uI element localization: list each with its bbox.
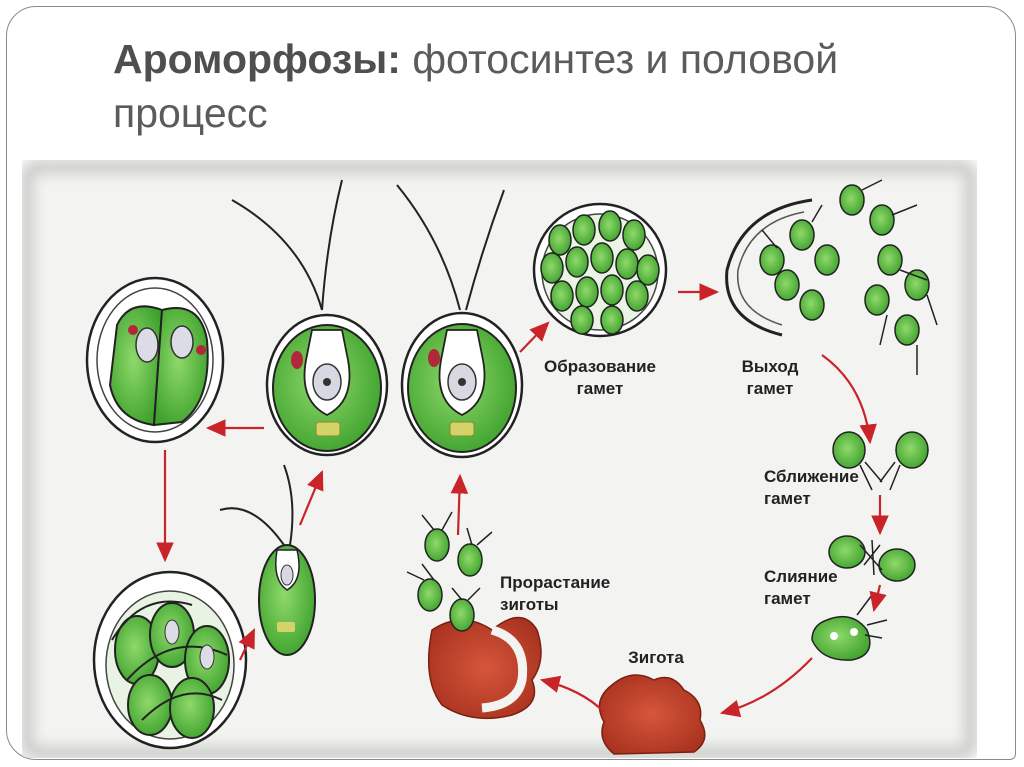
slide-title: Ароморфозы: фотосинтез и половой процесс: [113, 32, 953, 140]
fusing-gametes: [828, 535, 916, 582]
gametangium-cell: [532, 202, 668, 338]
title-rest: фотосинтез и половой процесс: [113, 36, 839, 136]
label-gamete-formation-2: гамет: [577, 379, 624, 398]
figure-glow-border: [17, 157, 981, 763]
label-gamete-formation-1: Образование: [544, 357, 656, 376]
zoosporangium-cell: [92, 570, 248, 750]
cycle-arrows: [156, 283, 889, 718]
approaching-gametes: [832, 431, 929, 491]
label-gamete-exit-1: Выход: [742, 357, 799, 376]
released-gametes: [725, 179, 938, 375]
zoospore: [219, 464, 316, 656]
adult-cell-1: [231, 179, 389, 457]
label-gamete-fusion-2: гамет: [764, 589, 811, 608]
label-gamete-approach-2: гамет: [764, 489, 811, 508]
zygote: [598, 674, 706, 755]
germinating-zygote: [406, 511, 542, 720]
life-cycle-diagram: Образование гамет Выход гамет Сближение …: [17, 157, 981, 763]
label-zygote: Зигота: [628, 648, 684, 667]
label-gamete-approach-1: Сближение: [764, 467, 859, 486]
label-gamete-fusion-1: Слияние: [764, 567, 838, 586]
label-gamete-exit-2: гамет: [747, 379, 794, 398]
adult-cell-2: [396, 184, 524, 459]
dividing-cell: [85, 276, 225, 444]
chlamydomonas-life-cycle-figure: Образование гамет Выход гамет Сближение …: [17, 157, 981, 763]
title-bold: Ароморфозы:: [113, 36, 401, 82]
young-zygote: [811, 594, 888, 661]
label-zygote-germination-2: зиготы: [500, 595, 559, 614]
label-zygote-germination-1: Прорастание: [500, 573, 610, 592]
